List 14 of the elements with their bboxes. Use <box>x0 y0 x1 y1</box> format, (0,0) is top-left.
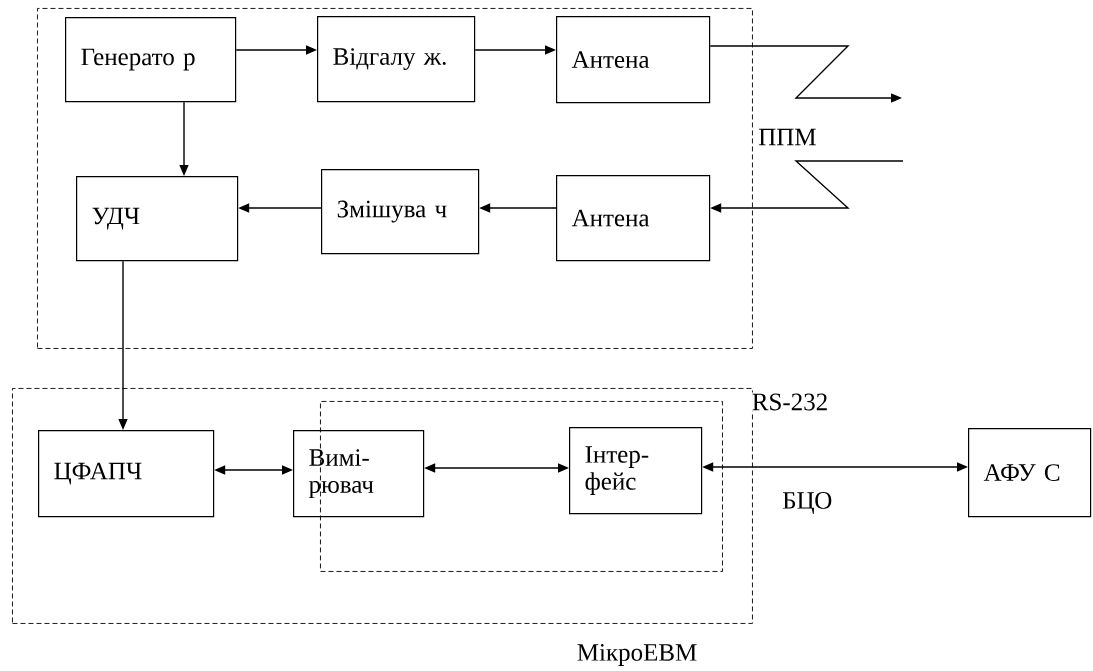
block-box: Відгалу ж. <box>317 16 476 103</box>
block-box: Антена <box>556 16 711 104</box>
block-box: УДЧ <box>76 176 239 262</box>
block-label: БЦО <box>782 492 832 514</box>
group-label: МікроЕВМ <box>577 644 697 666</box>
block-box: Генерато р <box>65 17 237 103</box>
block-box: ЦФАПЧ <box>38 430 215 518</box>
block-box: Вимі- рювач <box>293 430 425 518</box>
edge-label: RS-232 <box>750 392 830 412</box>
block-box: Інтер- фейс <box>569 427 703 515</box>
block-box: Змішува ч <box>321 169 480 255</box>
group-label: ППМ <box>758 128 816 146</box>
block-box: АФУ С <box>968 428 1092 518</box>
block-box: Антена <box>556 175 711 262</box>
